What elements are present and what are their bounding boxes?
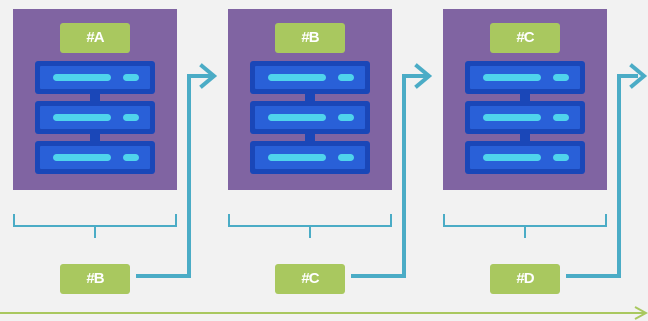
bracket-c — [443, 214, 607, 238]
server-indicator-light — [123, 154, 139, 161]
rack-link — [90, 133, 100, 143]
connector-arrow-2 — [351, 63, 433, 278]
server-indicator-light — [338, 74, 354, 81]
server-status-bar — [268, 154, 326, 161]
server-indicator-light — [338, 154, 354, 161]
server-status-bar — [483, 114, 541, 121]
server-status-bar — [53, 114, 111, 121]
rack-link — [90, 93, 100, 103]
server-rack-icon — [35, 61, 155, 174]
connector-arrow-3 — [566, 63, 648, 278]
server-panel-a: #A — [13, 9, 177, 190]
rack-link — [520, 93, 530, 103]
server-indicator-light — [553, 114, 569, 121]
server-status-bar — [268, 74, 326, 81]
server-status-bar — [483, 154, 541, 161]
server-indicator-light — [338, 114, 354, 121]
server-panel-b: #B — [228, 9, 392, 190]
server-indicator-light — [123, 74, 139, 81]
server-indicator-light — [123, 114, 139, 121]
next-label-b: #B — [60, 264, 130, 294]
server-rack-icon — [250, 61, 370, 174]
server-label-a: #A — [60, 23, 130, 53]
bracket-a — [13, 214, 177, 238]
rack-link — [305, 133, 315, 143]
rack-link — [305, 93, 315, 103]
timeline-arrow — [0, 306, 648, 320]
server-status-bar — [483, 74, 541, 81]
server-status-bar — [53, 154, 111, 161]
server-indicator-light — [553, 154, 569, 161]
server-rack-icon — [465, 61, 585, 174]
server-status-bar — [268, 114, 326, 121]
server-panel-c: #C — [443, 9, 607, 190]
server-status-bar — [53, 74, 111, 81]
connector-arrow-1 — [136, 63, 218, 278]
server-indicator-light — [553, 74, 569, 81]
rack-link — [520, 133, 530, 143]
server-label-c: #C — [490, 23, 560, 53]
next-label-c: #C — [275, 264, 345, 294]
bracket-b — [228, 214, 392, 238]
server-label-b: #B — [275, 23, 345, 53]
next-label-d: #D — [490, 264, 560, 294]
